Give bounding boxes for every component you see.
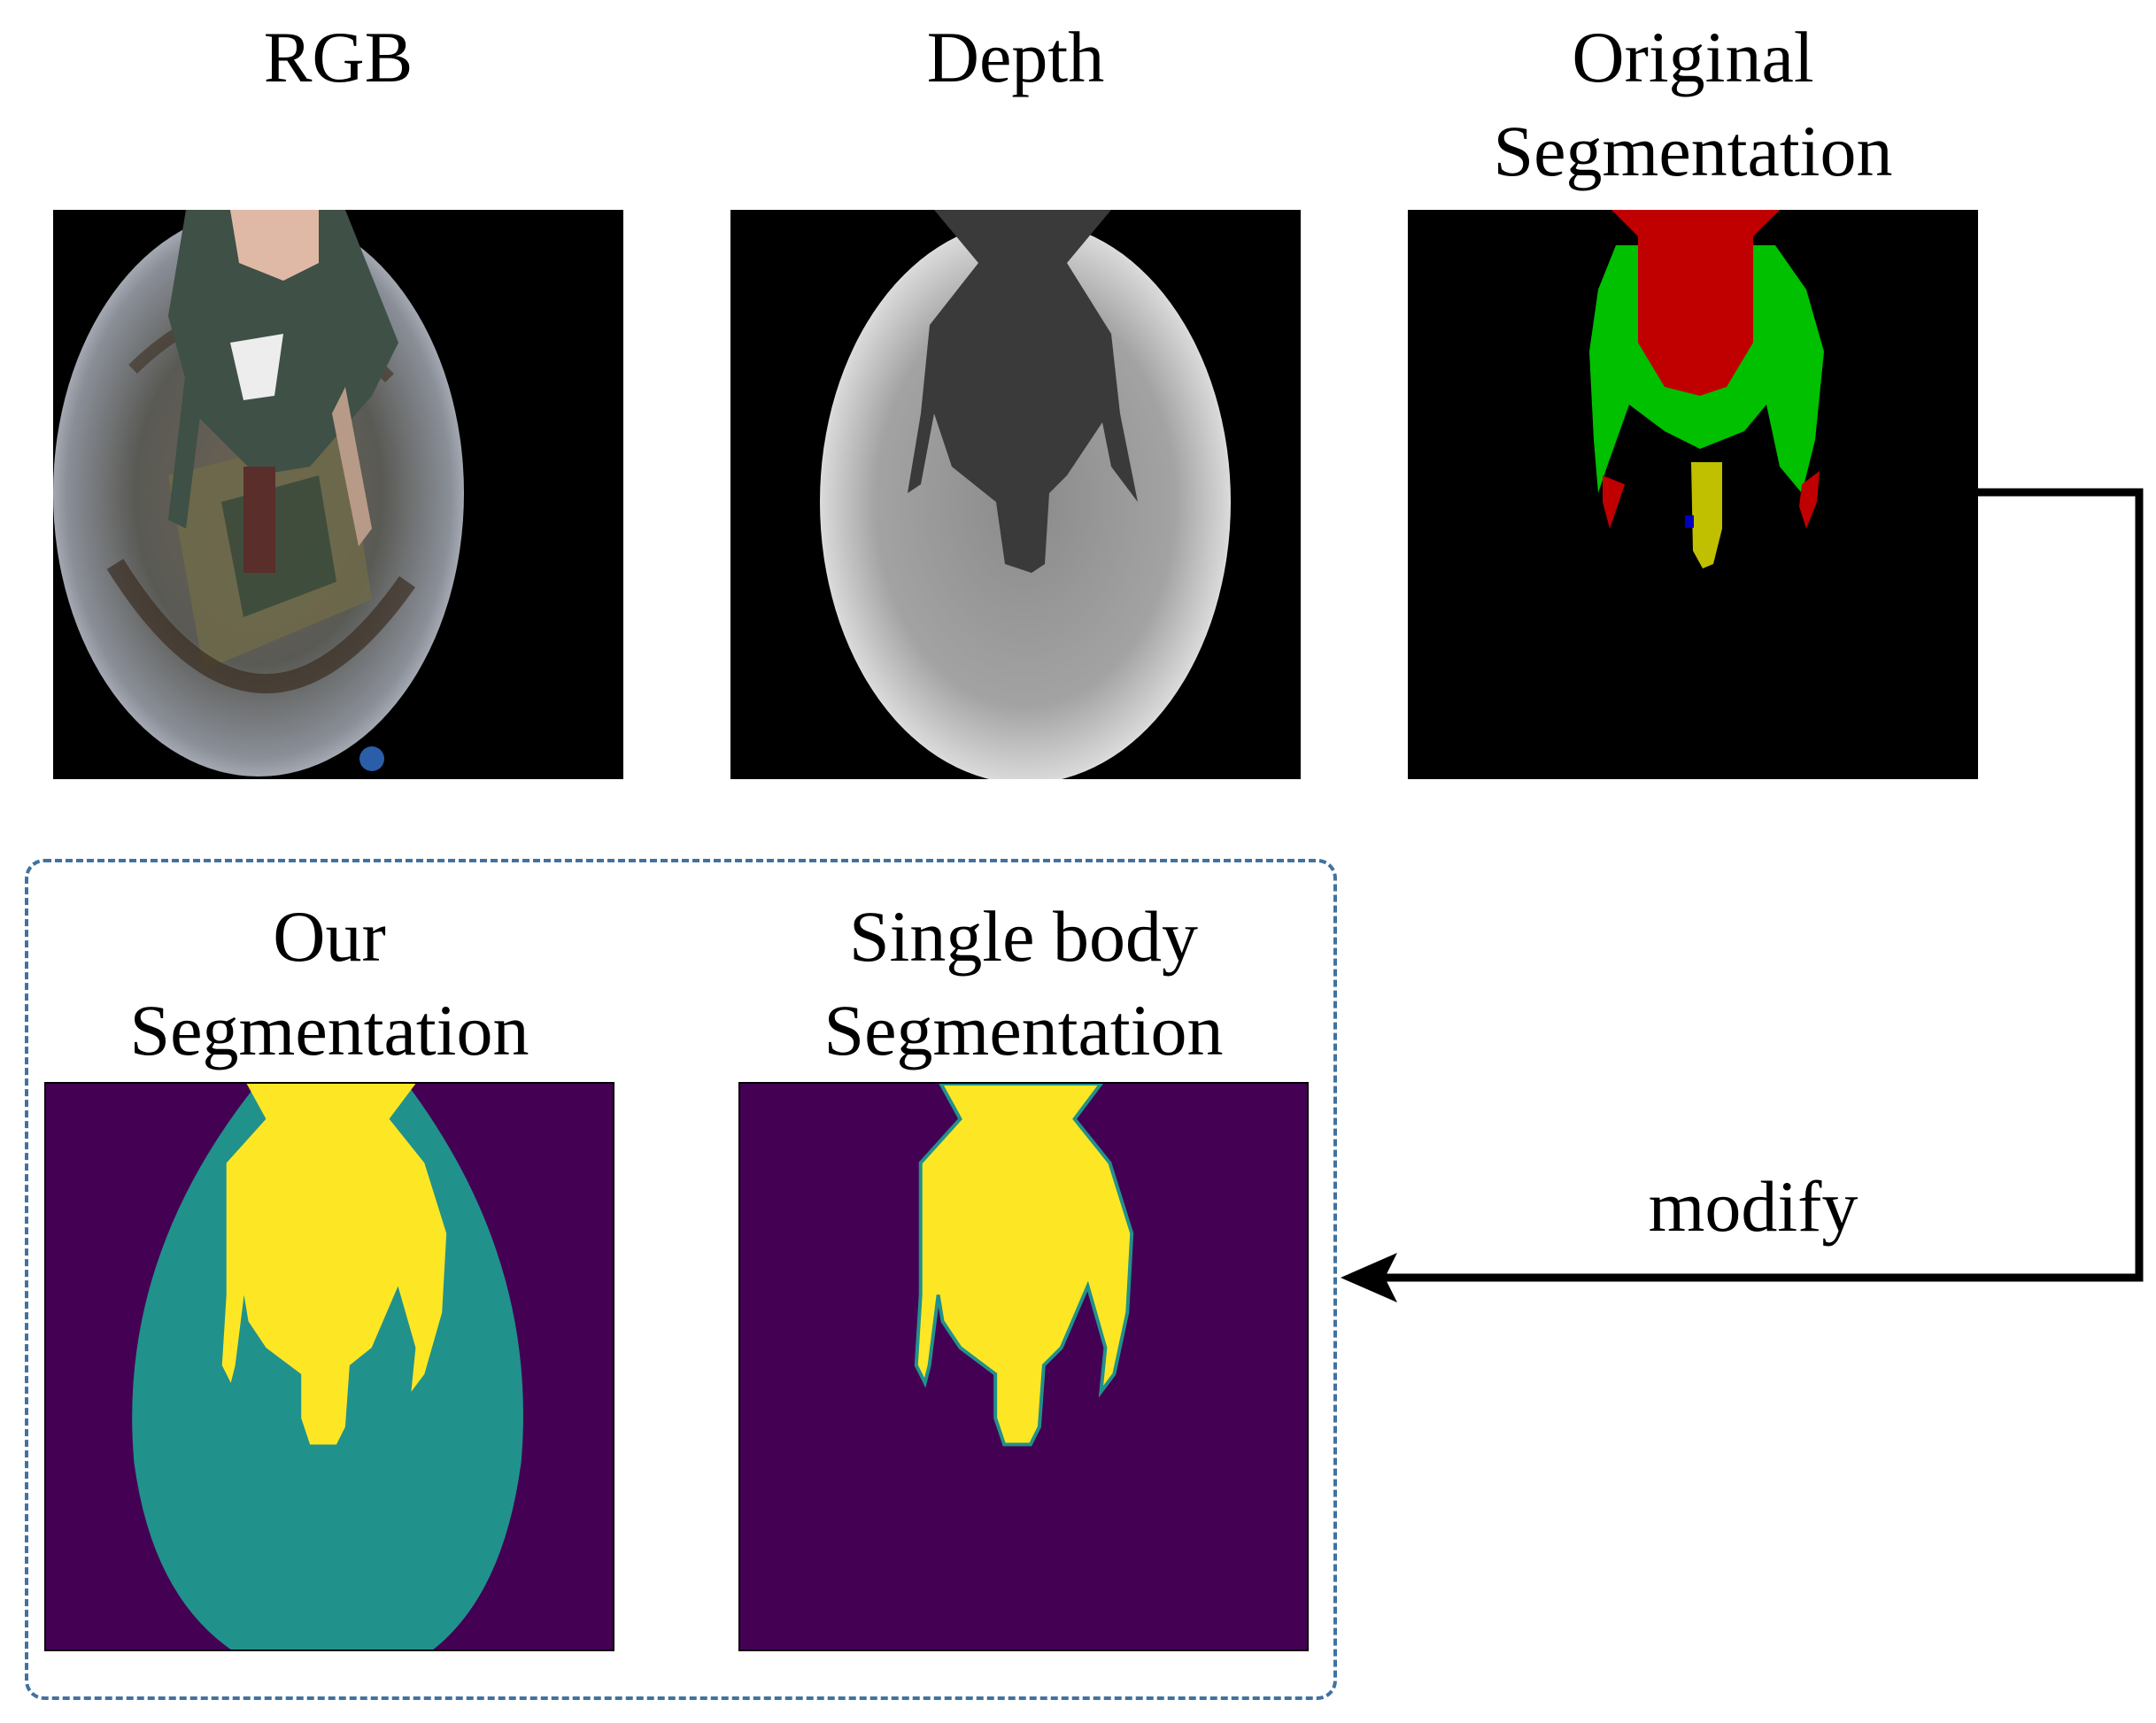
depth-title: Depth <box>926 17 1105 97</box>
our-segmentation-image <box>44 1082 614 1651</box>
original-seg-title-line1: Original <box>1572 17 1814 97</box>
output-group-frame <box>25 859 1337 1700</box>
single-body-title-line1: Single body <box>848 896 1199 977</box>
our-seg-title-line2: Segmentation <box>129 990 529 1070</box>
single-body-segmentation-image <box>738 1082 1309 1651</box>
depth-image <box>730 210 1301 779</box>
rgb-title: RGB <box>263 17 413 97</box>
modify-label: modify <box>1648 1166 1858 1247</box>
our-seg-title-line1: Our <box>273 896 386 977</box>
single-body-title-line2: Segmentation <box>823 990 1224 1070</box>
original-seg-title-line2: Segmentation <box>1493 111 1893 191</box>
original-segmentation-image <box>1408 210 1978 779</box>
rgb-image <box>53 210 623 779</box>
